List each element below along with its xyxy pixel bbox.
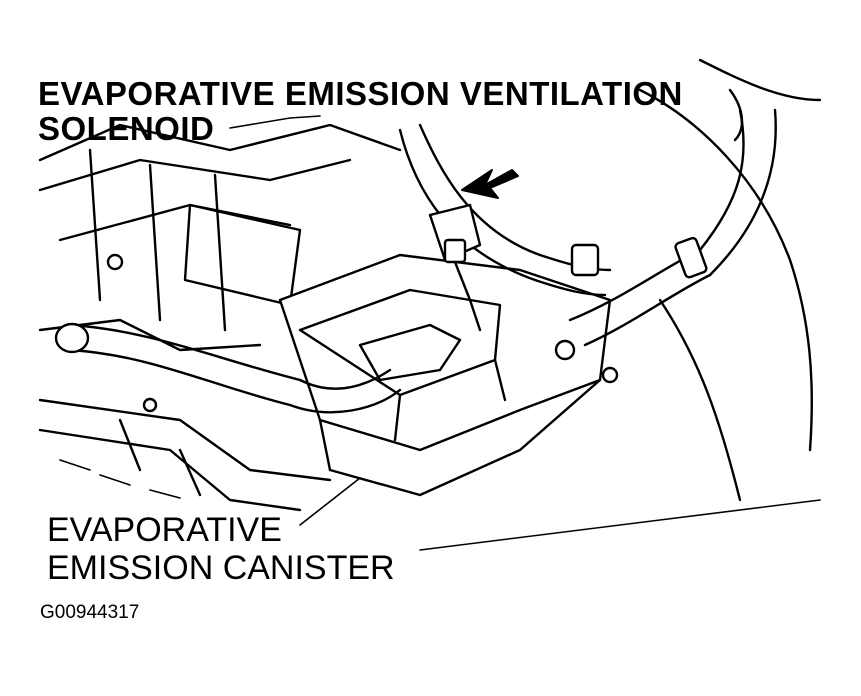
vehicle-body-right bbox=[638, 58, 822, 502]
vehicle-frame bbox=[38, 123, 402, 512]
vent-solenoid bbox=[428, 203, 482, 332]
figure-id: G00944317 bbox=[40, 602, 140, 623]
canister-body bbox=[278, 253, 619, 497]
solenoid-label-line1: EVAPORATIVE EMISSION VENTILATION bbox=[38, 75, 683, 112]
solenoid-label-line2: SOLENOID bbox=[38, 110, 215, 147]
canister-label-line1: EVAPORATIVE bbox=[47, 511, 282, 549]
hoses bbox=[54, 108, 777, 414]
solenoid-pointer-arrow bbox=[461, 169, 519, 199]
canister-label-line2: EMISSION CANISTER bbox=[47, 549, 395, 587]
leader-lines bbox=[229, 115, 821, 551]
